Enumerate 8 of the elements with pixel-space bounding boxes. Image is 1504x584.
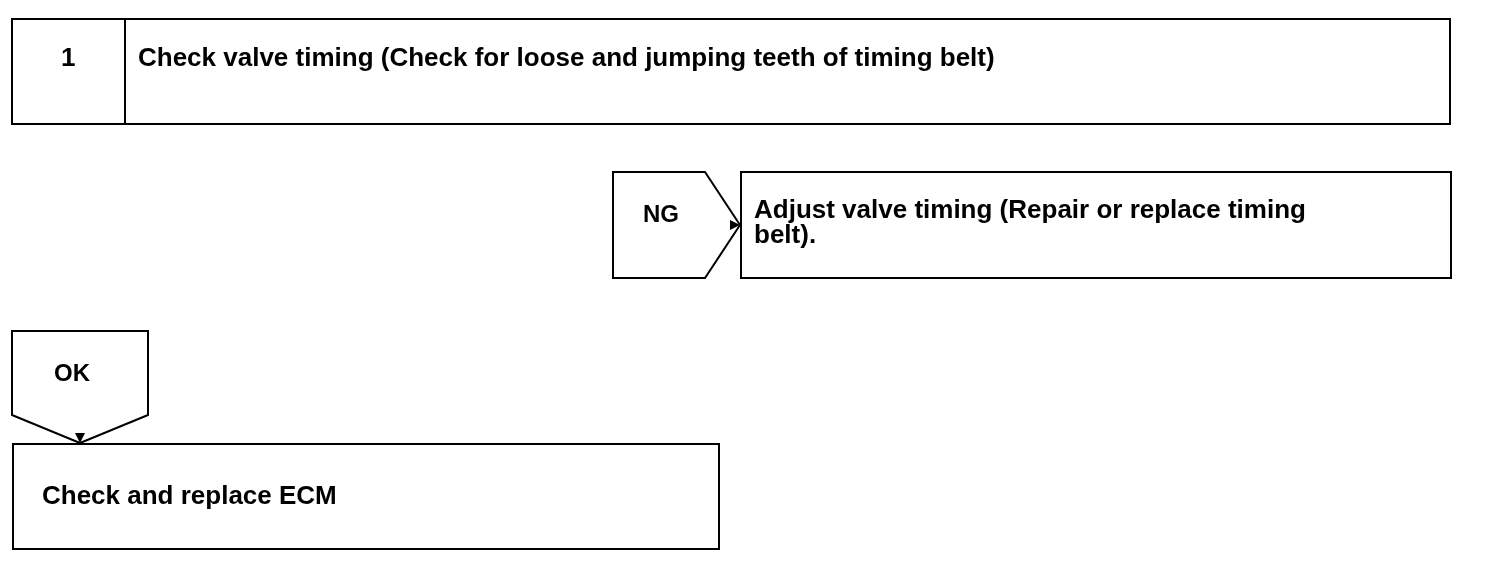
step-number: 1 [61, 45, 76, 70]
edge-label: OK [54, 362, 90, 384]
step-text: Adjust valve timing (Repair or replace timing belt). [754, 197, 1307, 247]
result-chevron-arrow [11, 330, 149, 444]
step-text: Check and replace ECM [42, 483, 337, 508]
step-text: Check valve timing (Check for loose and jumping teeth of timing belt) [138, 45, 996, 70]
edge-label: NG [643, 203, 679, 225]
result-chevron-arrow [612, 171, 742, 279]
